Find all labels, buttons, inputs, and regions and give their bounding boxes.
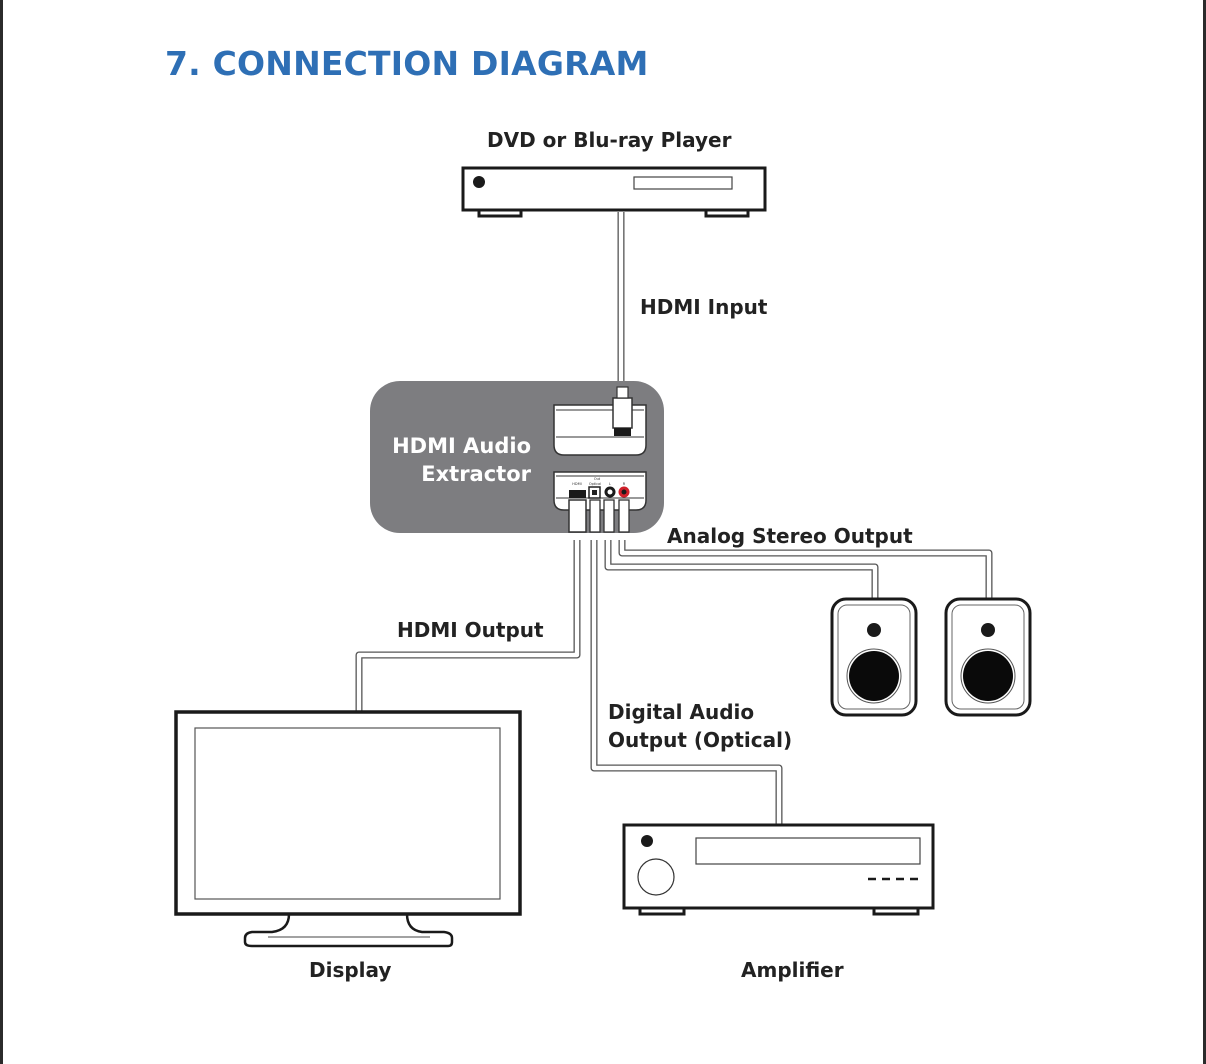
analog-stereo-label: Analog Stereo Output [667, 524, 913, 548]
speaker-icon [944, 597, 1032, 717]
cable-analog-right [618, 540, 993, 600]
cable-optical-output [590, 540, 783, 826]
digital-audio-label-line2: Output (Optical) [608, 728, 793, 752]
page-border-right [1203, 0, 1206, 1064]
hdmi-input-label: HDMI Input [640, 295, 768, 319]
cable-analog-left [604, 540, 879, 600]
port-label-optical: Optical [589, 482, 601, 486]
page-border-left [0, 0, 3, 1064]
amplifier-icon [622, 823, 935, 916]
port-group-label: Out [594, 477, 601, 481]
port-label-r: R [623, 482, 626, 486]
extractor-label-line2: Extractor [421, 462, 531, 486]
port-label-l: L [609, 482, 611, 486]
speaker-icon [830, 597, 918, 717]
audio-extractor-icon [370, 381, 664, 533]
display-label: Display [309, 958, 392, 982]
dvd-player-icon [461, 166, 767, 218]
dvd-player-label: DVD or Blu-ray Player [487, 128, 732, 152]
digital-audio-label-line1: Digital Audio [608, 700, 755, 724]
hdmi-output-label: HDMI Output [397, 618, 544, 642]
port-label-hdmi: HDMI [572, 482, 581, 486]
extractor-port-labels: Out HDMI Optical L R [572, 477, 625, 486]
cable-hdmi-output [355, 540, 581, 712]
extractor-label-line1: HDMI Audio [392, 434, 531, 458]
page-title: 7. CONNECTION DIAGRAM [165, 44, 649, 83]
tv-display-icon [174, 710, 522, 948]
amplifier-label: Amplifier [741, 958, 844, 982]
